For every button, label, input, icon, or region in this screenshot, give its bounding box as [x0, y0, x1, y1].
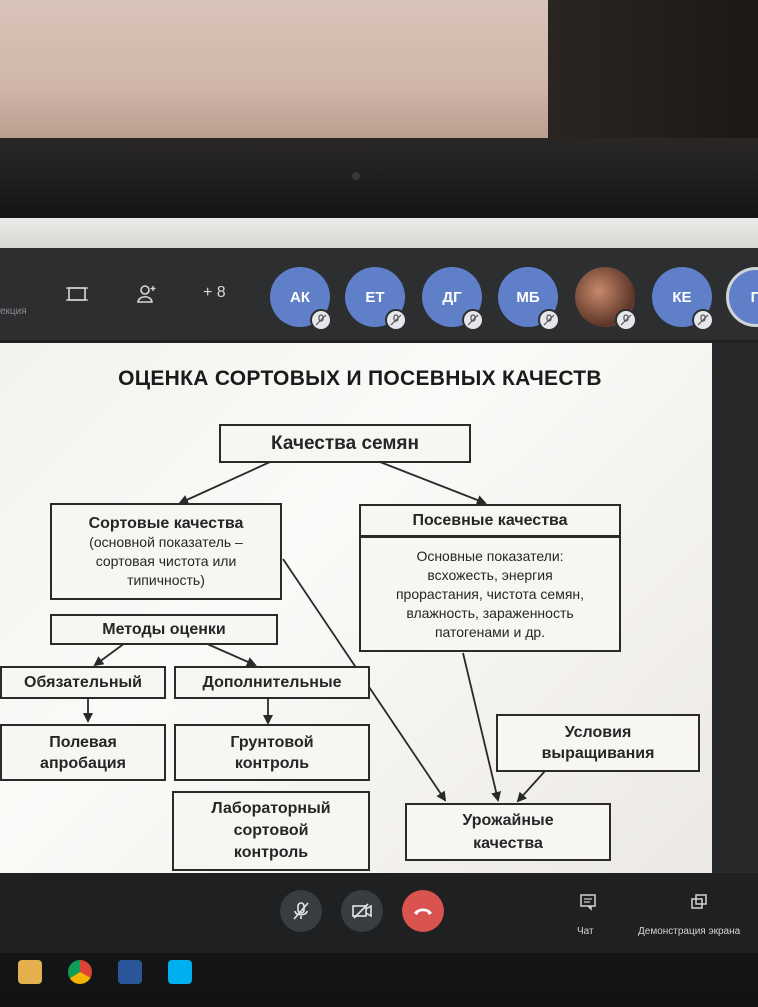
- arrow-root-to-varietal: [178, 461, 271, 505]
- sowing-line: Основные показатели:: [416, 547, 564, 564]
- participant-initials: ДГ: [442, 288, 462, 306]
- slide-title: ОЦЕНКА СОРТОВЫХ И ПОСЕВНЫХ КАЧЕСТВ: [118, 367, 602, 390]
- webcam-icon: [352, 172, 360, 180]
- slide-side-margin: [712, 343, 758, 873]
- background-shadow: [548, 0, 758, 145]
- chat-icon[interactable]: [579, 893, 597, 916]
- varietal-line: (основной показатель –: [89, 533, 243, 550]
- varietal-line: типичность): [127, 571, 205, 588]
- growing-line: выращивания: [541, 745, 655, 762]
- methods-label: Методы оценки: [102, 620, 226, 638]
- mandatory-label: Обязательный: [24, 673, 142, 691]
- mic-toggle-button[interactable]: [280, 890, 322, 932]
- lab-line: контроль: [233, 844, 309, 861]
- participant-initials: МБ: [516, 288, 540, 306]
- field-approbation-box: Полевая апробация: [0, 724, 166, 781]
- sowing-line: влажность, зараженность: [406, 604, 574, 621]
- yield-qualities-box: Урожайные качества: [405, 803, 611, 861]
- varietal-line: сортовая чистота или: [95, 552, 237, 569]
- mic-muted-icon: [692, 309, 714, 331]
- mandatory-box: Обязательный: [0, 666, 166, 699]
- additional-box: Дополнительные: [174, 666, 370, 699]
- sowing-line: всхожесть, энергия: [427, 566, 553, 583]
- layout-icon[interactable]: [66, 284, 88, 310]
- screen-share-icon[interactable]: [690, 893, 708, 916]
- more-participants-counter[interactable]: + 8: [203, 284, 226, 301]
- chat-label[interactable]: Чат: [577, 926, 594, 937]
- additional-label: Дополнительные: [202, 673, 342, 691]
- arrow-methods-to-mandatory: [93, 642, 126, 667]
- screen-share-label[interactable]: Демонстрация экрана: [638, 926, 741, 937]
- mic-muted-icon: [538, 309, 560, 331]
- ground-line: Грунтовой: [230, 733, 314, 751]
- root-label: Качества семян: [271, 432, 419, 454]
- camera-toggle-button[interactable]: [341, 890, 383, 932]
- hang-up-icon: [414, 908, 432, 915]
- lab-line: Лабораторный: [211, 800, 331, 817]
- monitor-bezel-top: [0, 138, 758, 220]
- root-box: Качества семян: [219, 424, 471, 463]
- lab-line: сортовой: [233, 822, 309, 839]
- monitor-bezel-bottom: [0, 990, 758, 1007]
- field-line: Полевая: [49, 733, 117, 751]
- sowing-qualities-title-box: Посевные качества: [359, 504, 621, 537]
- yield-line: качества: [473, 835, 543, 852]
- mic-muted-icon: [615, 309, 637, 331]
- mic-muted-icon: [462, 309, 484, 331]
- participant-initials: АК: [290, 288, 310, 306]
- end-call-button[interactable]: [402, 890, 444, 932]
- mic-muted-icon: [385, 309, 407, 331]
- participant-initials: КЕ: [672, 288, 692, 306]
- chrome-icon[interactable]: [68, 960, 92, 984]
- arrow-sowing-to-yield: [462, 652, 502, 802]
- participant-avatar[interactable]: МБ: [498, 267, 560, 331]
- mic-muted-icon: [310, 309, 332, 331]
- sowing-title: Посевные качества: [412, 511, 568, 529]
- mic-off-icon: [293, 902, 309, 920]
- arrow-methods-to-additional: [204, 642, 257, 667]
- meeting-name: екция: [0, 306, 27, 317]
- sowing-line: патогенами и др.: [434, 623, 546, 640]
- participant-avatar[interactable]: ЕТ: [345, 267, 407, 331]
- arrow-growing-to-yield: [516, 770, 546, 803]
- word-icon[interactable]: [118, 960, 142, 984]
- camera-off-icon: [352, 903, 372, 919]
- participant-avatar[interactable]: АК: [270, 267, 332, 331]
- file-explorer-icon[interactable]: [18, 960, 42, 984]
- field-line: апробация: [40, 754, 126, 772]
- varietal-qualities-box: Сортовые качества (основной показатель –…: [50, 503, 282, 600]
- methods-box: Методы оценки: [50, 614, 278, 645]
- sowing-line: прорастания, чистота семян,: [395, 585, 585, 602]
- skype-icon[interactable]: [168, 960, 192, 984]
- participant-photo-avatar[interactable]: [575, 267, 637, 331]
- sowing-qualities-box: Основные показатели: всхожесть, энергия …: [359, 536, 621, 652]
- growing-conditions-box: Условия выращивания: [496, 714, 700, 772]
- arrow-root-to-sowing: [379, 461, 487, 505]
- participant-initials: ЕТ: [365, 288, 385, 306]
- lab-control-box: Лабораторный сортовой контроль: [172, 791, 370, 871]
- participant-avatar[interactable]: КЕ: [652, 267, 714, 331]
- yield-line: Урожайные: [462, 812, 554, 829]
- ground-control-box: Грунтовой контроль: [174, 724, 370, 781]
- varietal-title: Сортовые качества: [88, 514, 244, 532]
- add-person-icon[interactable]: [136, 283, 158, 311]
- taskbar: [0, 953, 758, 990]
- participant-initials: П: [750, 288, 758, 306]
- window-titlebar: [0, 218, 758, 248]
- ground-line: контроль: [234, 754, 310, 772]
- growing-line: Условия: [564, 724, 632, 741]
- participant-avatar[interactable]: ДГ: [422, 267, 484, 331]
